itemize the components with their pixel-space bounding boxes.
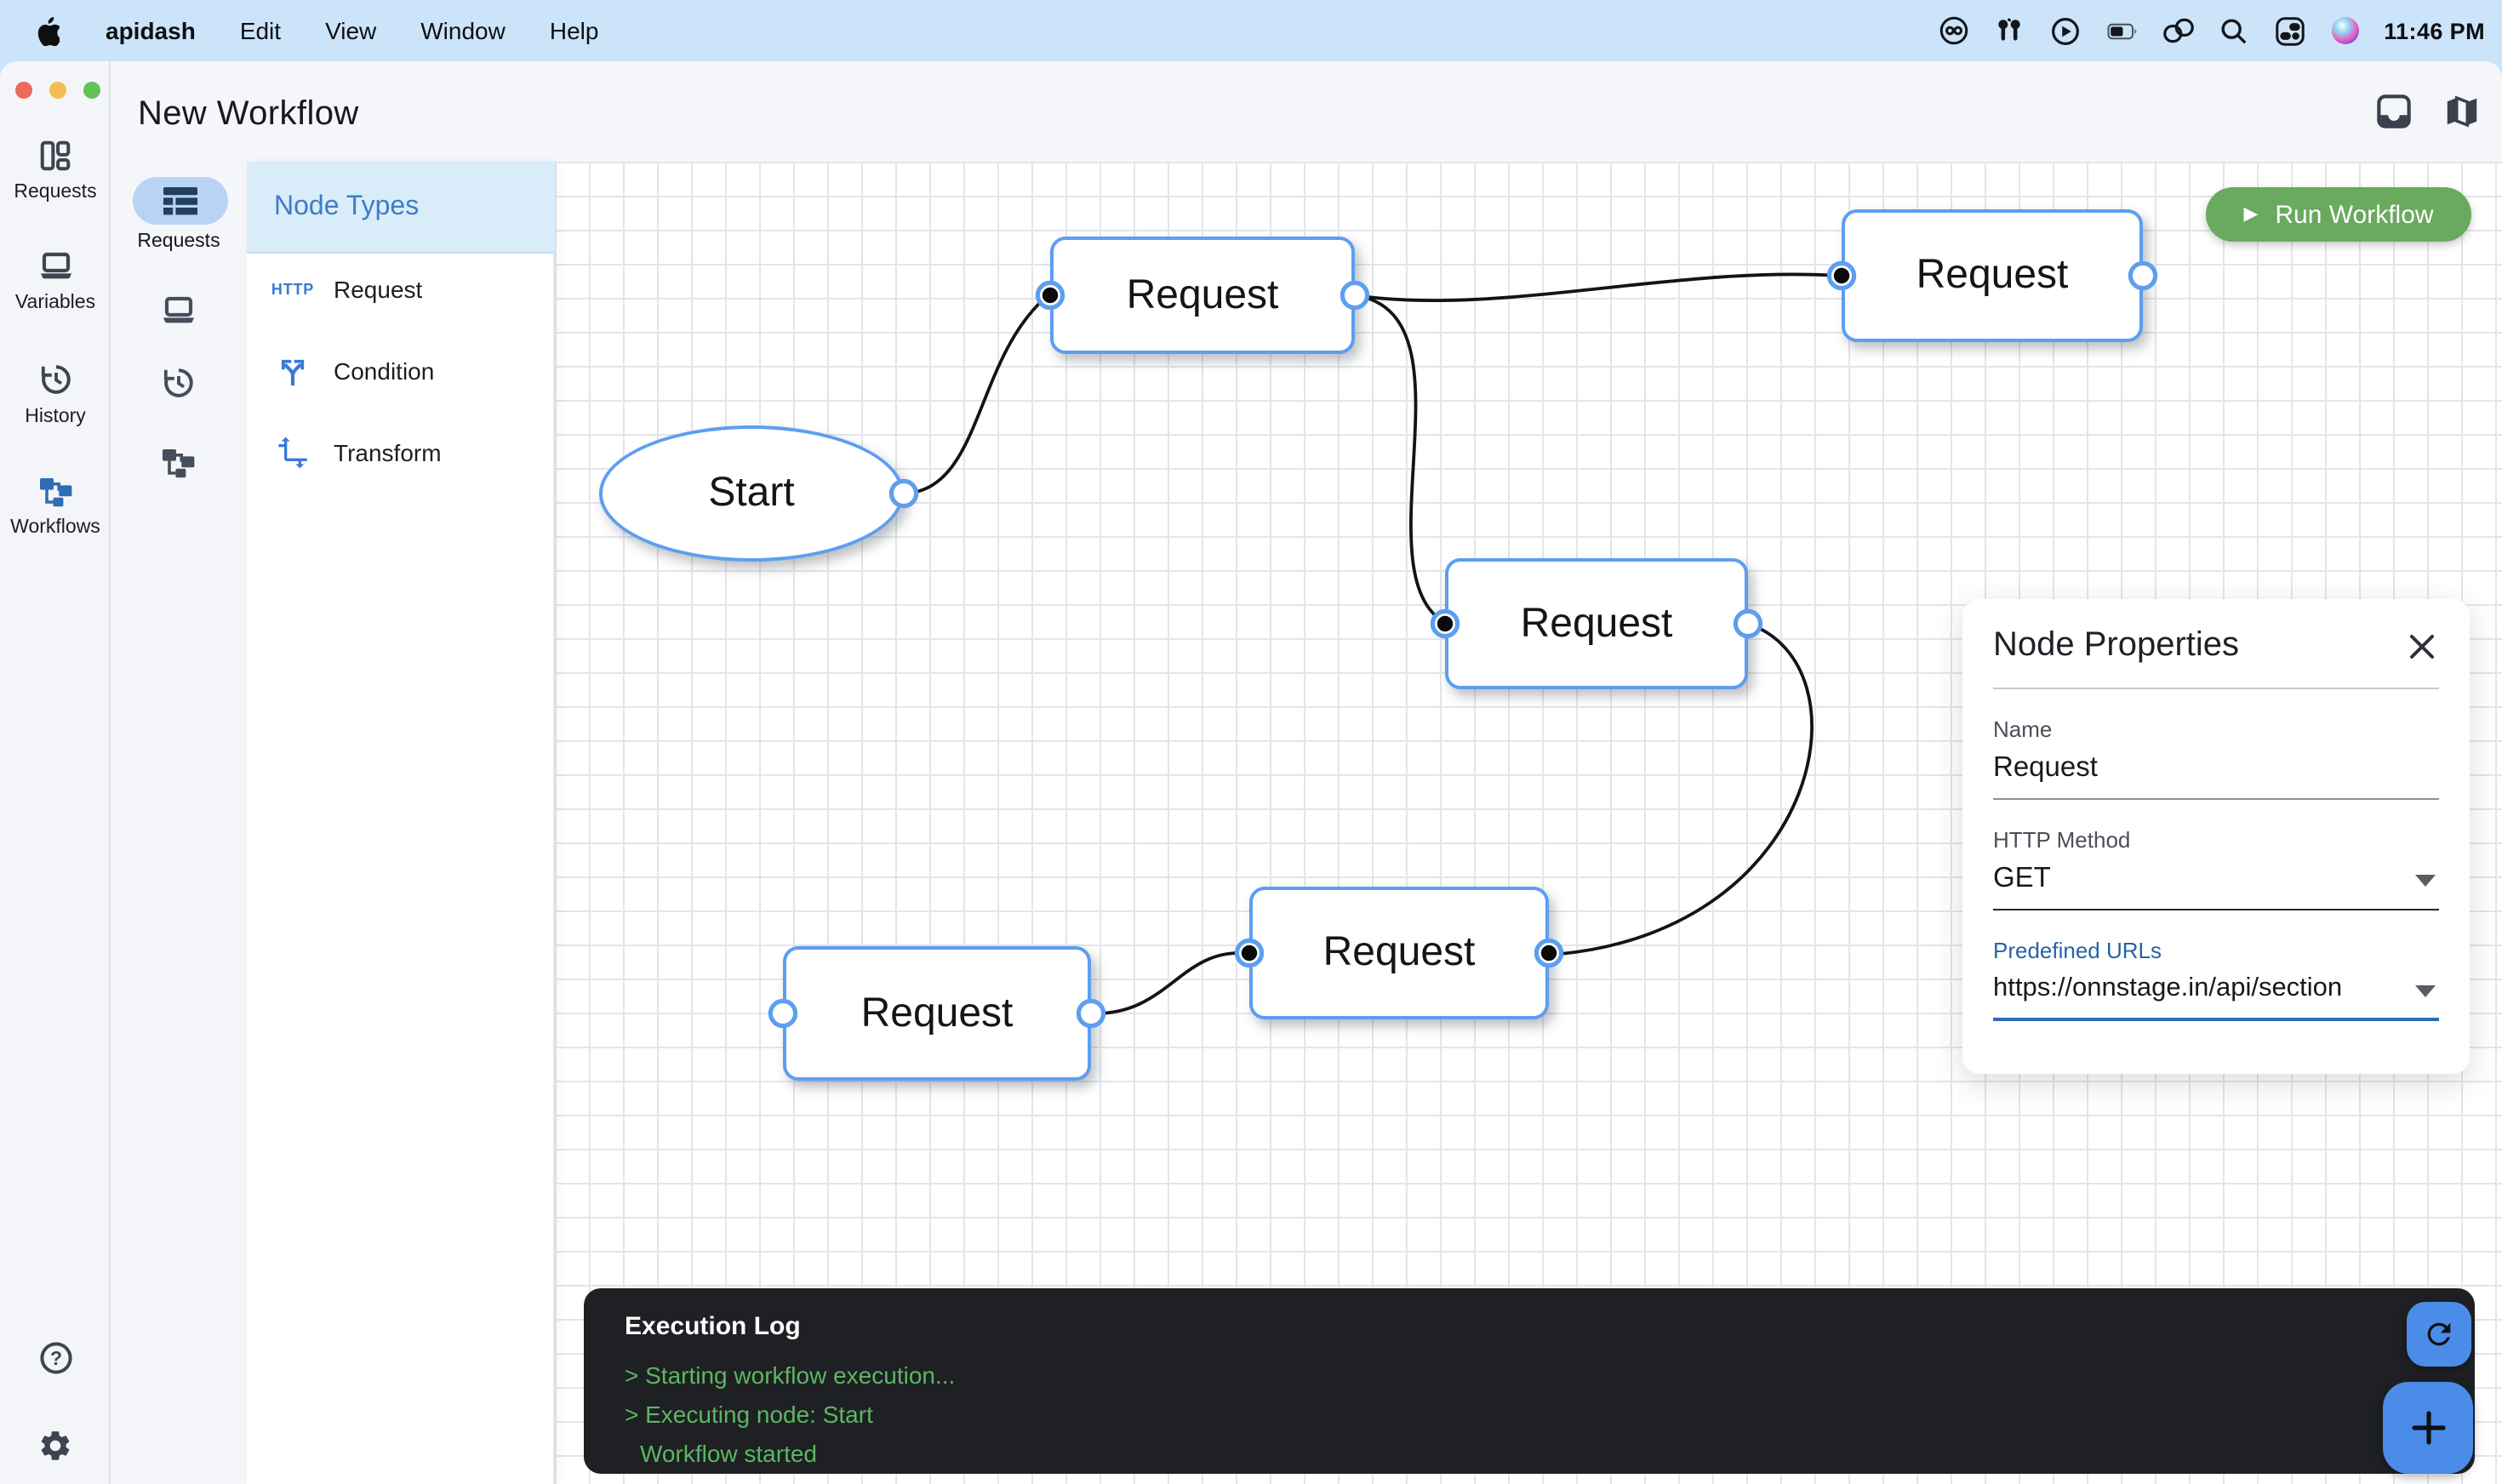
http-method-select[interactable]: GET <box>1993 863 2439 910</box>
node-type-request[interactable]: HTTP Request <box>247 260 555 318</box>
log-line: > Starting workflow execution... <box>625 1361 956 1389</box>
menubar-app-name[interactable]: apidash <box>106 17 196 44</box>
rail-item-history[interactable] <box>160 364 197 402</box>
node-types-header: Node Types <box>247 162 555 254</box>
node-types-panel: Node Types HTTP Request Condition Transf… <box>247 162 555 1484</box>
window-close-button[interactable] <box>15 82 32 99</box>
workflow-icon <box>37 471 74 509</box>
refresh-icon <box>2422 1317 2456 1351</box>
sidebar-item-workflows[interactable]: Workflows <box>0 471 111 538</box>
execution-log-title: Execution Log <box>625 1312 801 1341</box>
node-properties-panel: Node Properties Name Request HTTP Method… <box>1962 599 2470 1074</box>
refresh-button[interactable] <box>2407 1302 2471 1367</box>
transform-icon-item[interactable]: Transform <box>247 424 555 482</box>
page-title: New Workflow <box>138 95 359 133</box>
log-line: Workflow started <box>640 1440 817 1467</box>
run-workflow-button[interactable]: ▶ Run Workflow <box>2206 187 2471 242</box>
node-properties-title: Node Properties <box>1993 626 2240 664</box>
apple-menu-icon[interactable] <box>31 15 61 46</box>
control-center-icon[interactable] <box>2275 15 2305 46</box>
divider <box>1993 688 2439 689</box>
sidebar-settings-button[interactable] <box>0 1426 111 1464</box>
list-icon <box>163 186 197 215</box>
rail-item-variables[interactable] <box>160 291 197 328</box>
node-request-4[interactable]: Request <box>783 946 1091 1081</box>
chevron-down-icon <box>2415 985 2436 997</box>
map-icon[interactable] <box>2444 94 2482 131</box>
log-line: > Executing node: Start <box>625 1401 873 1428</box>
menu-window[interactable]: Window <box>420 17 506 44</box>
node-request-2[interactable]: Request <box>1842 209 2143 342</box>
name-field[interactable]: Request <box>1993 752 2439 800</box>
sidebar-label: Workflows <box>10 517 100 538</box>
menu-view[interactable]: View <box>325 17 377 44</box>
node-request-5[interactable]: Request <box>1249 887 1549 1019</box>
svg-text:?: ? <box>49 1347 61 1369</box>
primary-sidebar: Requests Variables History Workflows <box>0 61 111 1484</box>
node-type-condition[interactable]: Condition <box>247 342 555 400</box>
help-icon: ? <box>37 1339 74 1377</box>
execution-log-panel: Execution Log > Starting workflow execut… <box>584 1288 2475 1474</box>
airpods-icon[interactable] <box>1994 15 2025 46</box>
dashboard-icon <box>37 136 74 174</box>
rail-item-workflows[interactable] <box>160 442 197 480</box>
app-window: Requests Variables History Workflows <box>0 61 2502 1484</box>
siri-icon[interactable] <box>2331 17 2359 44</box>
battery-icon[interactable] <box>2106 15 2137 46</box>
chevron-down-icon <box>2415 875 2436 887</box>
close-icon[interactable] <box>2405 629 2439 663</box>
sidebar-label: History <box>25 407 86 427</box>
branch-icon <box>272 352 313 390</box>
predefined-urls-select[interactable]: https://onnstage.in/api/section <box>1993 973 2439 1021</box>
gear-icon <box>37 1426 74 1464</box>
menubar-clock[interactable]: 11:46 PM <box>2384 18 2485 43</box>
search-icon[interactable] <box>2219 15 2249 46</box>
rail-item-requests[interactable] <box>133 177 228 225</box>
node-start[interactable]: Start <box>599 425 904 562</box>
now-playing-icon[interactable] <box>2050 15 2081 46</box>
transform-icon <box>272 434 313 471</box>
add-node-button[interactable] <box>2383 1382 2473 1474</box>
save-icon[interactable] <box>2376 94 2413 131</box>
link-icon[interactable] <box>2162 15 2194 46</box>
history-icon <box>37 361 74 398</box>
sidebar-label: Requests <box>14 182 97 203</box>
window-zoom-button[interactable] <box>83 82 100 99</box>
creative-cloud-icon[interactable] <box>1938 15 1968 46</box>
macos-menubar: apidash Edit View Window Help <box>0 0 2502 61</box>
plus-icon <box>2409 1409 2447 1447</box>
predefined-urls-label: Predefined URLs <box>1993 938 2162 963</box>
name-field-label: Name <box>1993 716 2053 742</box>
sidebar-item-history[interactable]: History <box>0 361 111 427</box>
http-icon: HTTP <box>271 281 315 298</box>
node-request-3[interactable]: Request <box>1445 558 1748 689</box>
window-minimize-button[interactable] <box>49 82 66 99</box>
http-method-label: HTTP Method <box>1993 827 2131 853</box>
menu-help[interactable]: Help <box>549 17 599 44</box>
laptop-icon <box>37 247 74 284</box>
play-icon: ▶ <box>2243 203 2259 224</box>
secondary-rail: Requests <box>111 61 247 1484</box>
menu-edit[interactable]: Edit <box>239 17 282 44</box>
rail-item-label: Requests <box>137 231 220 252</box>
sidebar-item-requests[interactable]: Requests <box>0 136 111 203</box>
sidebar-label: Variables <box>14 293 96 313</box>
node-request-1[interactable]: Request <box>1050 237 1355 354</box>
sidebar-help-button[interactable]: ? <box>0 1339 111 1377</box>
sidebar-item-variables[interactable]: Variables <box>0 247 111 313</box>
